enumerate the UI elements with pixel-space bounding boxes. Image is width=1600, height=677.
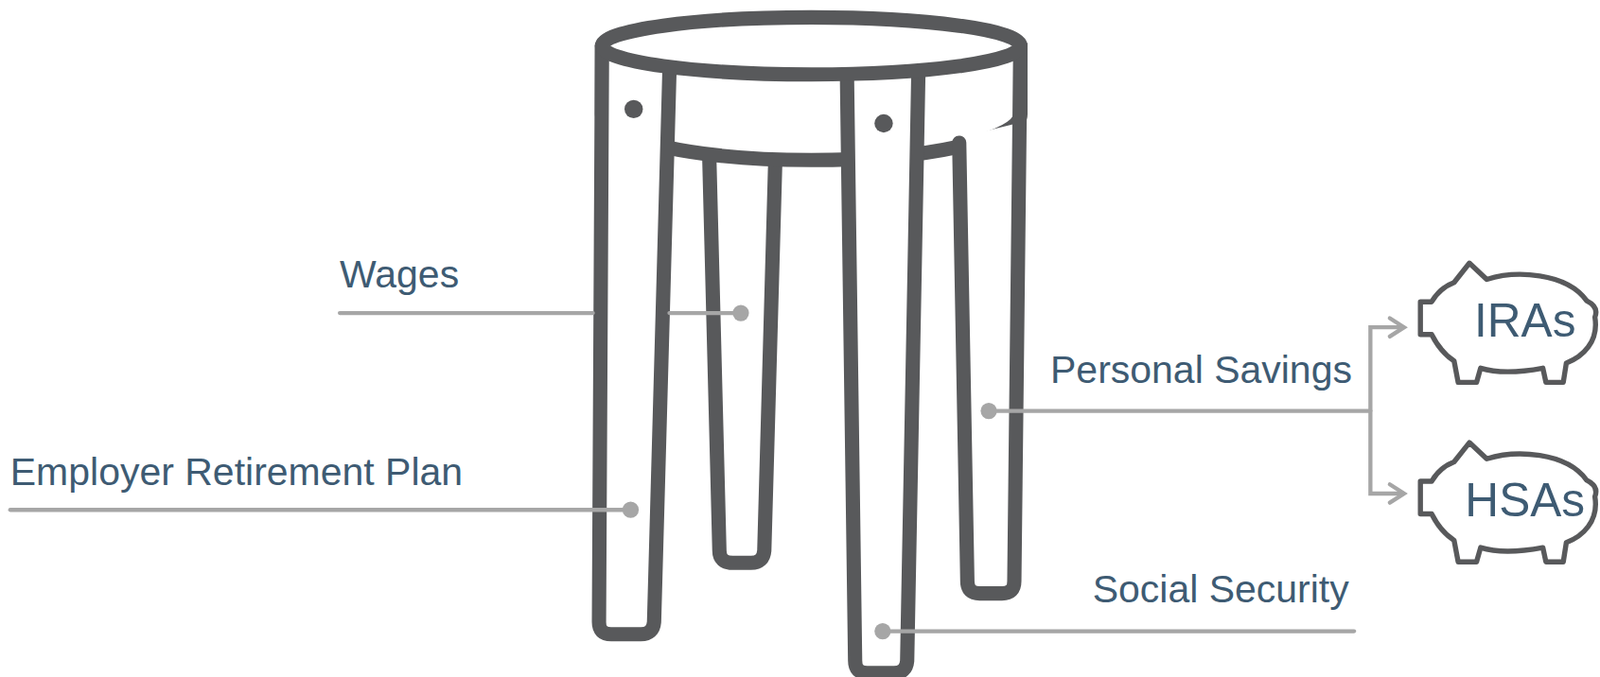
leader-dot: [622, 502, 639, 519]
stool-bolt: [624, 100, 643, 119]
account-name: IRAs: [1413, 260, 1600, 387]
stool-leg-fill: [959, 46, 1021, 595]
arrow-head: [1389, 484, 1405, 503]
piggy-bank: IRAs: [1413, 260, 1600, 387]
stool-seat: [601, 17, 1020, 74]
leader-line: [339, 311, 593, 316]
stool-bolt: [874, 114, 893, 133]
stool-leg-label: Social Security: [1092, 568, 1350, 614]
stool-leg-label: Wages: [339, 252, 459, 298]
leader-line: [10, 508, 632, 512]
stool-leg-fill: [598, 46, 669, 635]
leader-dot: [732, 304, 749, 321]
stool-leg-fill: [846, 70, 918, 673]
piggy-bank: HSAs: [1413, 439, 1600, 566]
leader-dot: [874, 623, 891, 640]
stool-leg-label: Personal Savings: [1050, 349, 1353, 394]
stool-leg-label: Employer Retirement Plan: [10, 451, 463, 496]
leader-line: [882, 629, 1354, 633]
stool-leg: [959, 46, 1021, 595]
bracket: [1370, 327, 1404, 494]
stool-leg: [846, 73, 918, 674]
leader-dot: [980, 403, 997, 420]
arrow-head: [1389, 317, 1405, 336]
account-name: HSAs: [1413, 439, 1600, 566]
leader-line: [988, 408, 1371, 413]
stool-leg: [709, 153, 776, 564]
stool-leg: [598, 46, 669, 635]
leader-line: [668, 311, 740, 316]
